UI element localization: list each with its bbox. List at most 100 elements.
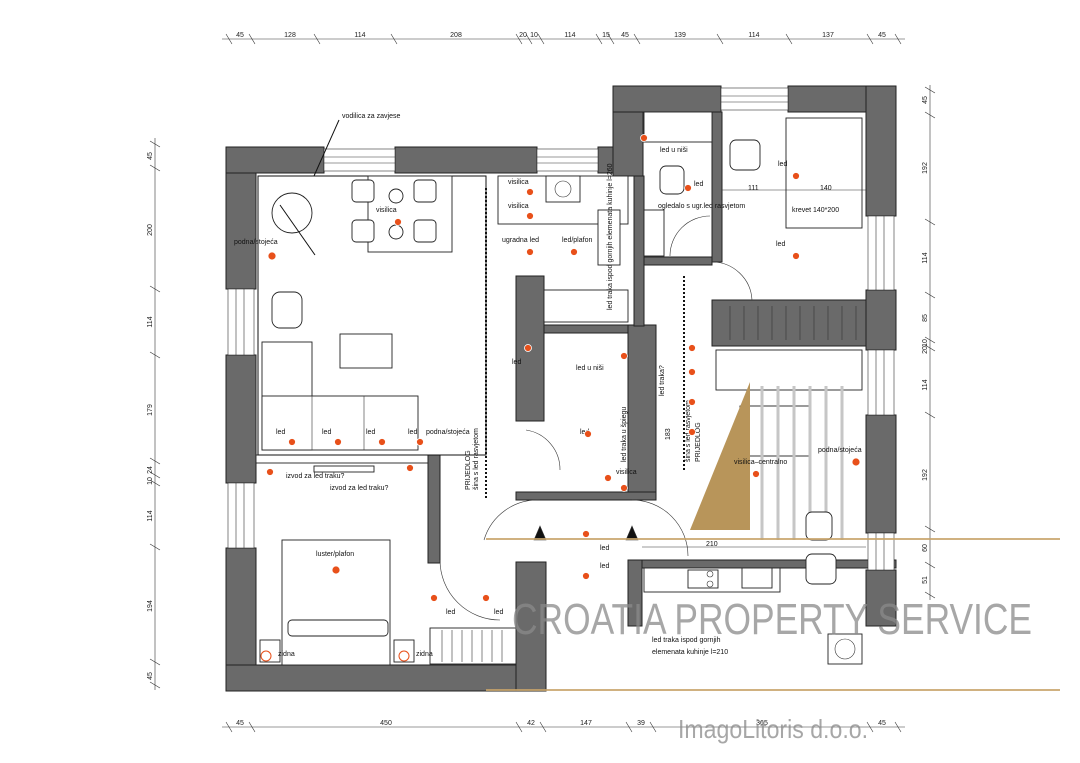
dim-left-5: 24 <box>147 466 154 474</box>
dim-top-10: 139 <box>674 32 686 39</box>
label-luster: luster/plafon <box>316 551 354 558</box>
label-led-hall-left: led <box>512 359 521 366</box>
dim-top-3: 114 <box>354 32 365 39</box>
label-led-ceiling-kitchen: led/plafon <box>562 237 592 244</box>
dim-bottom-2: 450 <box>380 720 392 727</box>
label-mirror-led: ogledalo s ugr.led rasvjetom <box>658 203 745 210</box>
bedroom-left <box>259 465 517 666</box>
label-strip-out-2: izvod za led traku? <box>330 485 388 492</box>
label-led-hall-2: led <box>600 563 609 570</box>
led-dot <box>266 468 274 476</box>
dim-left-1: 45 <box>147 152 154 160</box>
led-dot <box>620 484 628 492</box>
led-dot <box>688 428 696 436</box>
watermark-main: CROATIA PROPERTY SERVICE <box>512 595 1032 644</box>
dim-bottom-6: 365 <box>756 720 768 727</box>
led-dot <box>394 218 402 226</box>
windows <box>227 87 895 571</box>
dim-right-2: 192 <box>922 162 929 174</box>
led-dot <box>792 252 800 260</box>
led-dot <box>792 172 800 180</box>
dim-top-1: 45 <box>236 32 244 39</box>
label-led-bedroom-right: led <box>778 161 787 168</box>
dim-top-9: 45 <box>621 32 629 39</box>
label-bed-length: 140 <box>820 185 832 192</box>
dim-top-4: 208 <box>450 32 462 39</box>
led-dot <box>684 184 692 192</box>
label-sofa-led-4: led <box>408 429 417 436</box>
led-dot <box>526 188 534 196</box>
bathroom-top <box>643 111 713 257</box>
led-dot <box>406 464 414 472</box>
label-led-wardrobe: led <box>494 609 503 616</box>
label-led-niche-2: led u niši <box>576 365 604 372</box>
dim-top-13: 45 <box>878 32 886 39</box>
watermark: CROATIA PROPERTY SERVICE ImagoLitoris d.… <box>486 538 1060 744</box>
led-dot <box>331 565 341 575</box>
dim-right-7: 114 <box>922 379 929 390</box>
led-dot <box>582 530 590 538</box>
label-wall-lamp-1: zidna <box>278 651 295 658</box>
dim-top-7: 114 <box>564 32 575 39</box>
led-dot <box>482 594 490 602</box>
label-led-mirror-2: led traka u špiegu <box>621 407 628 462</box>
label-kitchen-strip-vertical: led traka ispod gornjih elemenata kuhinj… <box>607 163 614 310</box>
label-floor-lamp-1: podna/stojeća <box>234 239 278 246</box>
living-right: 210 <box>642 349 866 548</box>
dim-top-2: 128 <box>284 32 296 39</box>
kitchen-bottom <box>643 553 863 665</box>
led-dot <box>430 594 438 602</box>
dim-right-9: 60 <box>922 544 929 552</box>
label-sliding-right: PRIJEDLOG <box>695 422 702 462</box>
dim-left-3: 114 <box>147 316 154 327</box>
label-led-bedroom: led <box>446 609 455 616</box>
dim-left-9: 45 <box>147 672 154 680</box>
led-dot <box>688 368 696 376</box>
label-wall-lamp-2: zidna <box>416 651 433 658</box>
hall-middle: šina s led rasvjetom PRIJEDLOG 183 <box>665 276 702 470</box>
label-recessed-led: ugradna led <box>502 237 539 244</box>
label-led-niche-1: led u niši <box>660 147 688 154</box>
dim-left-4: 179 <box>147 404 154 416</box>
led-dot <box>584 430 592 438</box>
label-bed-width: 111 <box>748 185 759 192</box>
label-sofa-led-3: led <box>366 429 375 436</box>
label-strip-out-1: izvod za led traku? <box>286 473 344 480</box>
led-dot <box>398 650 410 662</box>
led-fixtures <box>260 134 861 662</box>
led-dot <box>620 352 628 360</box>
label-kitchen-strip-1: led traka ispod gornjih <box>652 637 721 644</box>
dim-top-5: 20 <box>519 32 527 39</box>
led-dot <box>688 344 696 352</box>
dim-top-6: 10 <box>530 32 538 39</box>
label-curtain-rail: vodilica za zavjese <box>342 113 400 120</box>
dim-right-4: 85 <box>922 314 929 322</box>
label-pendant-dining: visilica <box>376 207 397 214</box>
dim-top-8: 15 <box>602 32 610 39</box>
dim-right-6: 20 <box>922 346 929 354</box>
label-led-bath-1: led <box>694 181 703 188</box>
label-dim-210: 210 <box>706 541 718 548</box>
dim-right-1: 45 <box>922 96 929 104</box>
kitchen-top <box>497 175 629 323</box>
led-dot <box>267 251 277 261</box>
dim-left-6: 10 <box>147 477 154 485</box>
label-pendant-bath: visilica <box>616 469 637 476</box>
dim-right-10: 51 <box>922 576 929 584</box>
label-kitchen-strip-2: elemenata kuhinje l=210 <box>652 649 728 656</box>
label-bed-size: krevet 140*200 <box>792 207 839 214</box>
living-room: vodilica za zavjese šina s led rasvjetom… <box>257 113 487 500</box>
led-dot <box>604 474 612 482</box>
dim-bottom-4: 147 <box>580 720 592 727</box>
led-dot <box>640 134 648 142</box>
dim-right-3: 114 <box>922 252 929 263</box>
led-dot <box>288 438 296 446</box>
label-led-bedroom-right-2: led <box>776 241 785 248</box>
led-dot <box>416 438 424 446</box>
led-dot <box>334 438 342 446</box>
dim-right-5: 10 <box>922 339 929 347</box>
bedroom-right-wardrobe <box>729 306 857 340</box>
dim-right-8: 192 <box>922 469 929 481</box>
led-dot <box>378 438 386 446</box>
